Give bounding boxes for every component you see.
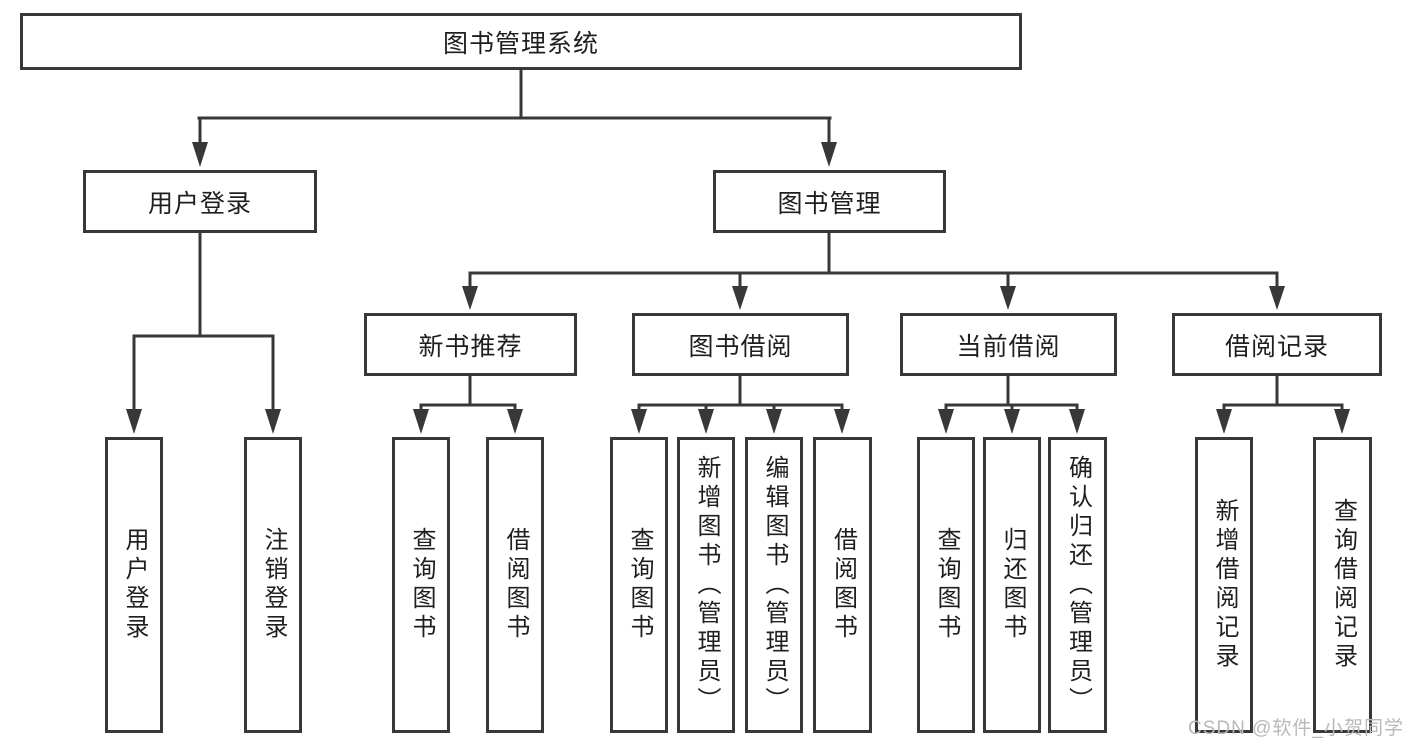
node-book-management: 图书管理 [713, 170, 946, 233]
leaf-add-borrow-record: 新增借阅记录 [1195, 437, 1253, 733]
leaf-borrow-book-2-label: 借阅图书 [829, 527, 857, 643]
node-book-borrow-label: 图书借阅 [688, 332, 793, 361]
leaf-query-book-2: 查询图书 [610, 437, 668, 733]
leaf-edit-book-admin: 编辑图书（管理员） [745, 437, 803, 733]
arrowhead [265, 409, 281, 434]
arrowhead [834, 409, 850, 434]
leaf-return-book: 归还图书 [983, 437, 1041, 733]
leaf-query-book-3-label: 查询图书 [933, 527, 960, 643]
arrowhead [507, 409, 523, 434]
leaf-user-login: 用户登录 [105, 437, 163, 733]
leaf-borrow-book-2: 借阅图书 [813, 437, 872, 733]
node-book-management-label: 图书管理 [777, 189, 882, 218]
leaf-edit-book-admin-label: 编辑图书（管理员） [761, 454, 788, 716]
leaf-borrow-book-1-label: 借阅图书 [502, 527, 529, 643]
leaf-query-book-1: 查询图书 [392, 437, 450, 733]
node-new-book-recommend-label: 新书推荐 [418, 332, 523, 361]
arrowhead [631, 409, 647, 434]
leaf-query-book-3: 查询图书 [917, 437, 975, 733]
arrowhead [766, 409, 782, 434]
leaf-add-book-admin-label: 新增图书（管理员） [693, 454, 720, 716]
arrowhead [1069, 409, 1085, 434]
node-root-label: 图书管理系统 [442, 29, 599, 58]
leaf-add-borrow-record-label: 新增借阅记录 [1211, 498, 1238, 672]
arrowhead [698, 409, 714, 434]
leaf-logout: 注销登录 [244, 437, 302, 733]
arrowhead [126, 409, 142, 434]
node-new-book-recommend: 新书推荐 [364, 313, 577, 376]
node-book-borrow: 图书借阅 [632, 313, 849, 376]
leaf-borrow-book-1: 借阅图书 [486, 437, 544, 733]
node-current-borrow-label: 当前借阅 [956, 332, 1061, 361]
node-current-borrow: 当前借阅 [900, 313, 1117, 376]
node-user-login-label: 用户登录 [147, 189, 252, 218]
leaf-query-borrow-record-label: 查询借阅记录 [1329, 498, 1357, 672]
arrowhead [462, 286, 478, 310]
leaf-query-borrow-record: 查询借阅记录 [1313, 437, 1372, 733]
arrowhead [1334, 409, 1350, 434]
leaf-add-book-admin: 新增图书（管理员） [677, 437, 735, 733]
arrowhead [1269, 286, 1285, 310]
leaf-user-login-label: 用户登录 [121, 527, 148, 643]
node-user-login: 用户登录 [83, 170, 317, 233]
node-borrow-record-label: 借阅记录 [1224, 332, 1329, 361]
leaf-query-book-2-label: 查询图书 [626, 527, 653, 643]
leaf-confirm-return-admin: 确认归还（管理员） [1048, 437, 1107, 733]
node-borrow-record: 借阅记录 [1172, 313, 1382, 376]
arrowhead [1000, 286, 1016, 310]
arrowhead [938, 409, 954, 434]
node-root: 图书管理系统 [20, 13, 1022, 70]
leaf-query-book-1-label: 查询图书 [408, 527, 435, 643]
arrowhead [732, 286, 748, 310]
arrowhead [192, 142, 208, 167]
csdn-watermark: CSDN @软件_小贺同学 [1188, 718, 1404, 739]
arrowhead [1004, 409, 1020, 434]
arrowhead [821, 142, 837, 167]
leaf-logout-label: 注销登录 [260, 527, 287, 643]
leaf-return-book-label: 归还图书 [999, 527, 1026, 643]
leaf-confirm-return-admin-label: 确认归还（管理员） [1064, 454, 1092, 716]
arrowhead [1216, 409, 1232, 434]
arrowhead [413, 409, 429, 434]
